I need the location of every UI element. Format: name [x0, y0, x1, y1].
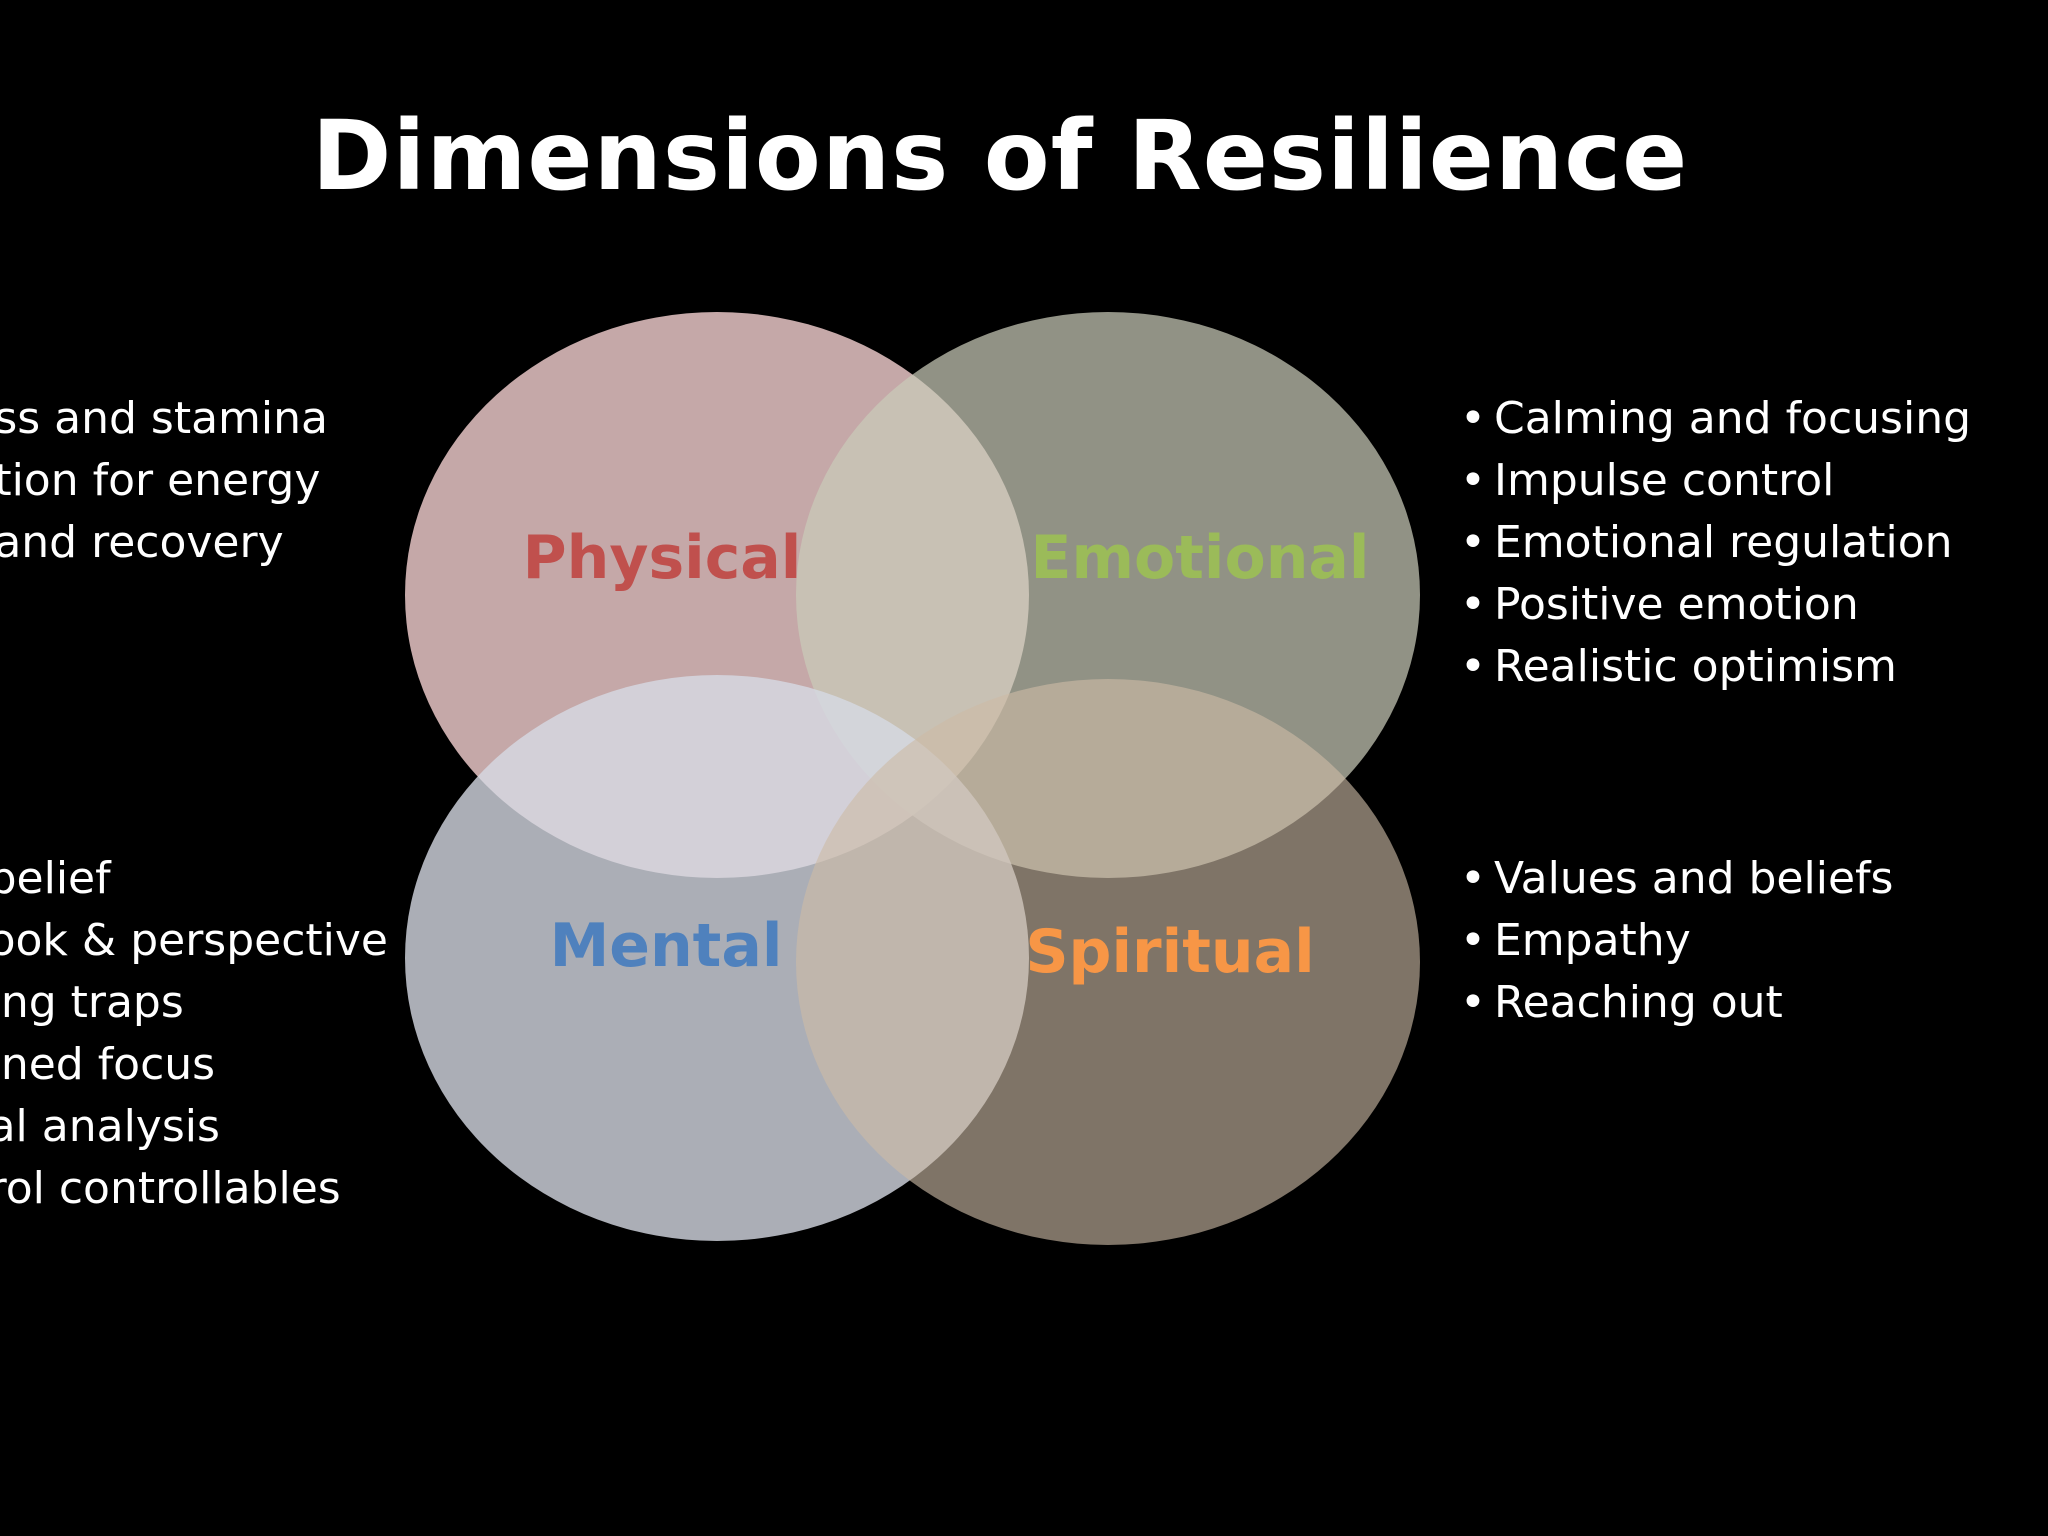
spiritual-item: Values and beliefs	[1460, 848, 1893, 910]
emotional-item: Realistic optimism	[1460, 636, 1971, 698]
emotional-item: Impulse control	[1460, 450, 1971, 512]
physical-item: ss and stamina	[0, 393, 328, 444]
physical-item: and recovery	[0, 517, 284, 568]
emotional-item: Emotional regulation	[1460, 512, 1971, 574]
mental-item: ook & perspective	[0, 915, 388, 966]
mental-item: rol controllables	[0, 1163, 341, 1214]
circle-spiritual	[796, 679, 1420, 1245]
label-emotional: Emotional	[1031, 523, 1370, 593]
emotional-list: Calming and focusing Impulse control Emo…	[1460, 388, 1971, 698]
physical-item: tion for energy	[0, 455, 321, 506]
label-spiritual: Spiritual	[1025, 917, 1314, 987]
spiritual-list: Values and beliefs Empathy Reaching out	[1460, 848, 1893, 1034]
emotional-item: Calming and focusing	[1460, 388, 1971, 450]
spiritual-item: Reaching out	[1460, 972, 1893, 1034]
mental-item: al analysis	[0, 1101, 220, 1152]
emotional-item: Positive emotion	[1460, 574, 1971, 636]
slide-title: Dimensions of Resilience	[0, 100, 2048, 212]
mental-list: belief ook & perspective ing traps ined …	[0, 848, 388, 1220]
mental-item: ing traps	[0, 977, 184, 1028]
mental-item: ined focus	[0, 1039, 216, 1090]
physical-list: ss and stamina tion for energy and recov…	[0, 388, 328, 574]
spiritual-item: Empathy	[1460, 910, 1893, 972]
mental-item: belief	[0, 853, 111, 904]
label-physical: Physical	[523, 523, 802, 593]
label-mental: Mental	[550, 911, 783, 981]
slide-title-text: Dimensions of Resilience	[311, 100, 1689, 212]
